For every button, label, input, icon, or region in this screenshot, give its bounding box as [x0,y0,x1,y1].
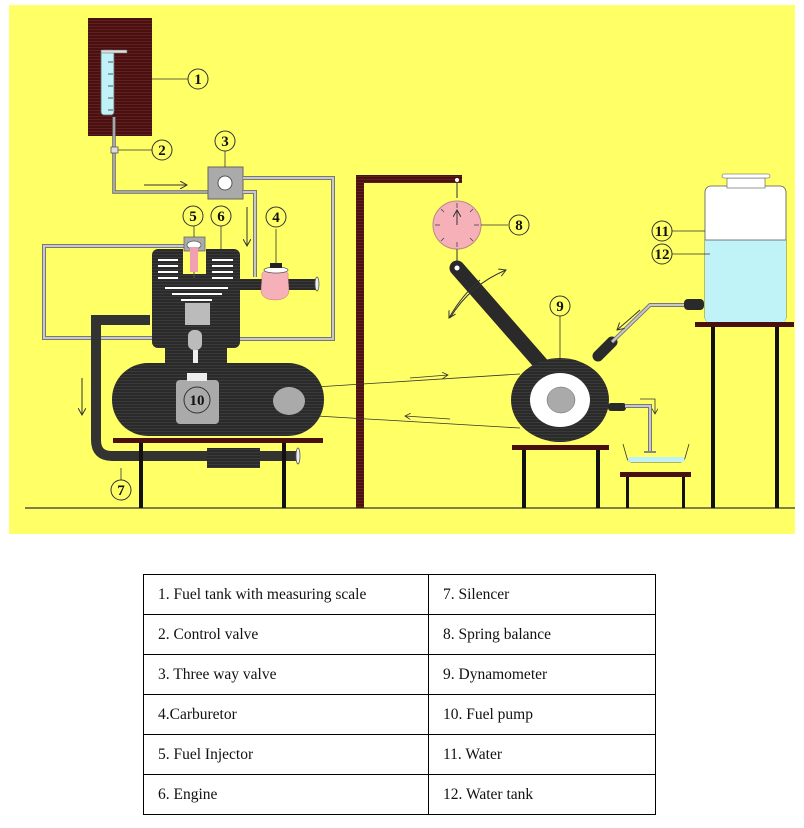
svg-text:12: 12 [655,247,670,263]
engine-test-rig-diagram: 1 2 3 4 5 6 7 8 9 10 11 12 [9,5,795,534]
legend-cell: 4.Carburetor [143,694,429,735]
callout-10: 10 [183,386,211,414]
tank-stand [695,322,794,327]
svg-text:2: 2 [158,143,166,159]
legend-cell: 3. Three way valve [143,654,429,695]
engine-stand [113,438,323,443]
spring-balance [432,200,482,262]
legend-cell: 8. Spring balance [428,614,656,655]
callout-6: 6 [210,205,232,227]
legend-cell: 10. Fuel pump [428,694,656,735]
svg-text:8: 8 [515,218,523,234]
carburetor [240,263,320,301]
legend-cell: 12. Water tank [428,774,656,815]
control-valve [110,146,119,154]
svg-text:9: 9 [556,299,564,315]
legend-cell: 11. Water [428,734,656,775]
svg-text:10: 10 [190,393,205,409]
legend-cell: 9. Dynamometer [428,654,656,695]
belt-top [299,373,521,389]
pulley [273,387,305,415]
dynamometer [511,336,626,442]
callout-7: 7 [110,479,132,501]
svg-text:1: 1 [194,72,202,88]
svg-text:3: 3 [221,134,229,150]
fuel-tank [88,18,152,136]
fuel-injector [190,247,198,272]
legend-cell: 6. Engine [143,774,429,815]
callout-9: 9 [549,295,571,317]
legend-cell: 7. Silencer [428,574,656,615]
belt-bottom [299,414,521,429]
svg-text:7: 7 [117,483,125,499]
callout-12: 12 [651,243,673,265]
callout-4: 4 [265,206,287,228]
svg-text:6: 6 [217,209,225,225]
callout-5: 5 [182,205,204,227]
legend-cell: 2. Control valve [143,614,429,655]
dynamometer-stand [512,445,609,450]
callout-8: 8 [508,214,530,236]
legend-cell: 5. Fuel Injector [143,734,429,775]
callout-2: 2 [151,139,173,161]
svg-text:4: 4 [272,210,280,226]
fuel-pump [176,380,219,424]
callout-1: 1 [187,68,209,90]
exhaust-pipe [91,315,298,461]
svg-text:11: 11 [655,224,669,240]
balance-frame [356,175,364,508]
callout-11: 11 [651,220,673,242]
callout-3: 3 [214,130,236,152]
legend-cell: 1. Fuel tank with measuring scale [143,574,429,615]
water-tank [704,173,787,324]
svg-text:5: 5 [189,209,197,225]
silencer [207,448,260,468]
